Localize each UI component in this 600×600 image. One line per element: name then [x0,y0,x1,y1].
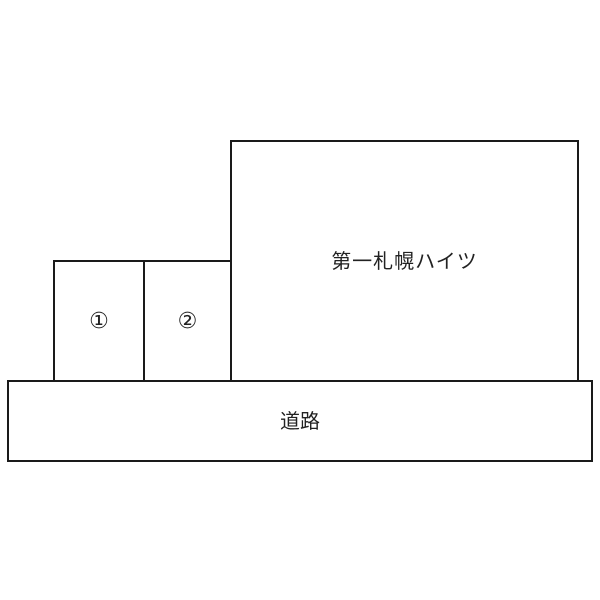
road-block: 道路 [7,380,593,462]
parking-space-1: ① [53,260,145,383]
building-block: 第一札幌ハイツ [230,140,579,383]
parking-space-2-label: ② [177,308,198,334]
parking-space-2: ② [143,260,232,383]
building-label: 第一札幌ハイツ [331,249,478,273]
parking-space-1-label: ① [89,308,109,334]
road-label: 道路 [280,409,320,433]
